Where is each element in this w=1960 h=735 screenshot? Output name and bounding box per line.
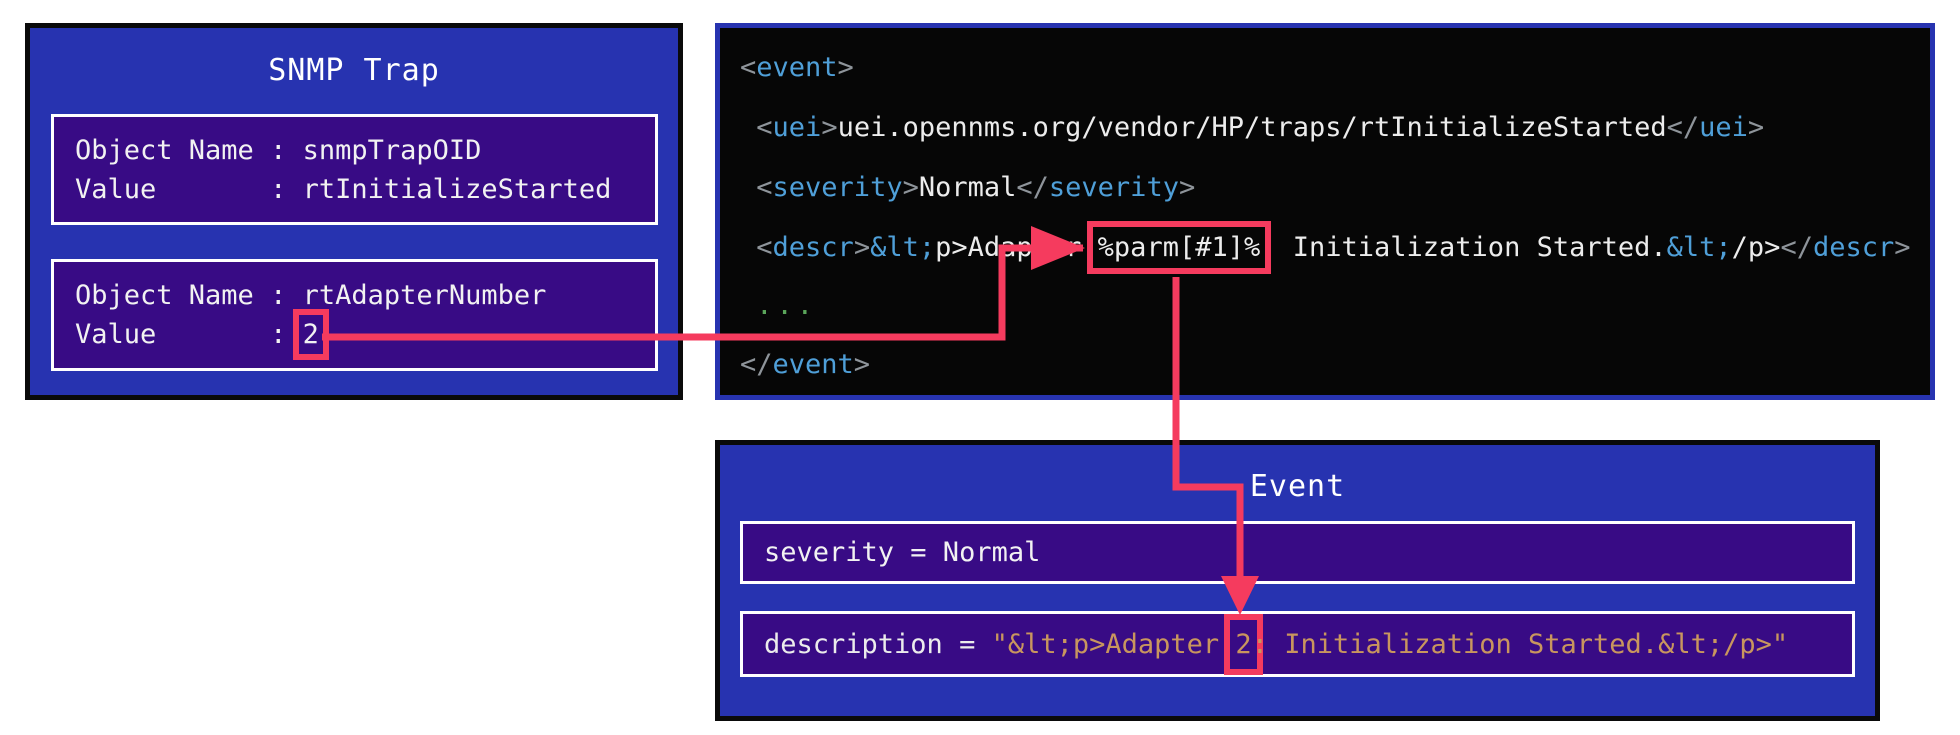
code-line-uei: <uei>uei.opennms.org/vendor/HP/traps/rtI… [740, 110, 1764, 146]
varbind-snmptrapoid-box: Object Name : snmpTrapOID Value : rtInit… [51, 114, 658, 225]
token [740, 232, 756, 263]
token: < [740, 52, 757, 83]
event-severity-line: severity = Normal [764, 537, 1041, 568]
token: event [772, 349, 854, 380]
token: uei.opennms.org/vendor/HP/traps/rtInitia… [837, 112, 1667, 143]
token: &lt; [870, 232, 936, 263]
varbind-value-line: Value : rtInitializeStarted [75, 170, 655, 209]
token: </ [740, 349, 773, 380]
token: Normal [918, 172, 1017, 203]
varbind-value-label: Value : [75, 319, 303, 350]
token: < [756, 172, 773, 203]
token: uei [1699, 112, 1748, 143]
token: > [1178, 172, 1196, 203]
token: p>Adapter [935, 232, 1098, 263]
token: > [853, 232, 871, 263]
token: "&lt;p>Adapter [991, 628, 1236, 660]
event-description-line: description = "&lt;p>Adapter 2: Initiali… [764, 613, 1852, 675]
snmp-trap-title: SNMP Trap [268, 53, 440, 88]
token: description = [764, 628, 992, 660]
event-definition-code-panel [715, 23, 1935, 400]
token [740, 112, 756, 143]
token: < [756, 112, 773, 143]
token: /p> [1731, 232, 1781, 263]
token [740, 172, 756, 203]
token: > [902, 172, 919, 203]
token: > [837, 52, 854, 83]
token: : Initialization Started.&lt;/p>" [1251, 628, 1789, 660]
token: > [1747, 112, 1765, 143]
varbind-object-name-line: Object Name : snmpTrapOID [75, 134, 482, 166]
varbind-value-line: Value : 2 [75, 309, 655, 360]
highlighted-token: %parm[#1]% [1086, 221, 1272, 274]
event-description-box: description = "&lt;p>Adapter 2: Initiali… [740, 611, 1855, 677]
event-title: Event [1249, 469, 1346, 504]
token: </ [1666, 112, 1700, 143]
token: : Initialization Started. [1260, 232, 1667, 263]
token: </ [1780, 232, 1813, 263]
varbind-value-label: Value : [75, 173, 303, 205]
token: uei [772, 112, 822, 143]
code-line-severity: <severity>Normal</severity> [740, 170, 1195, 206]
token: > [1894, 232, 1911, 263]
event-severity-box: severity = Normal [740, 521, 1855, 584]
token: </ [1016, 172, 1049, 203]
token: > [821, 112, 838, 143]
token: < [756, 232, 773, 263]
code-line-descr: <descr>&lt;p>Adapter %parm[#1]%: Initial… [740, 221, 1911, 274]
code-line-event-open: <event> [740, 50, 854, 86]
varbind-object-name-line: Object Name : rtAdapterNumber [75, 280, 547, 311]
varbind-value-highlighted: 2 [292, 309, 330, 360]
token: severity [772, 172, 903, 203]
varbind-rtadapternumber-box: Object Name : rtAdapterNumber Value : 2 [51, 259, 658, 371]
code-line-event-close: </event> [740, 347, 870, 383]
token: &lt; [1666, 232, 1732, 263]
token: descr [772, 232, 854, 263]
token: > [853, 349, 871, 380]
token [740, 290, 756, 321]
token: severity [1048, 172, 1179, 203]
code-line-ellipsis: ... [740, 288, 817, 324]
varbind-value-text: rtInitializeStarted [302, 173, 612, 205]
token: ... [756, 290, 818, 321]
highlighted-token: 2 [1224, 613, 1263, 675]
token: descr [1812, 232, 1895, 263]
token: event [756, 52, 838, 83]
